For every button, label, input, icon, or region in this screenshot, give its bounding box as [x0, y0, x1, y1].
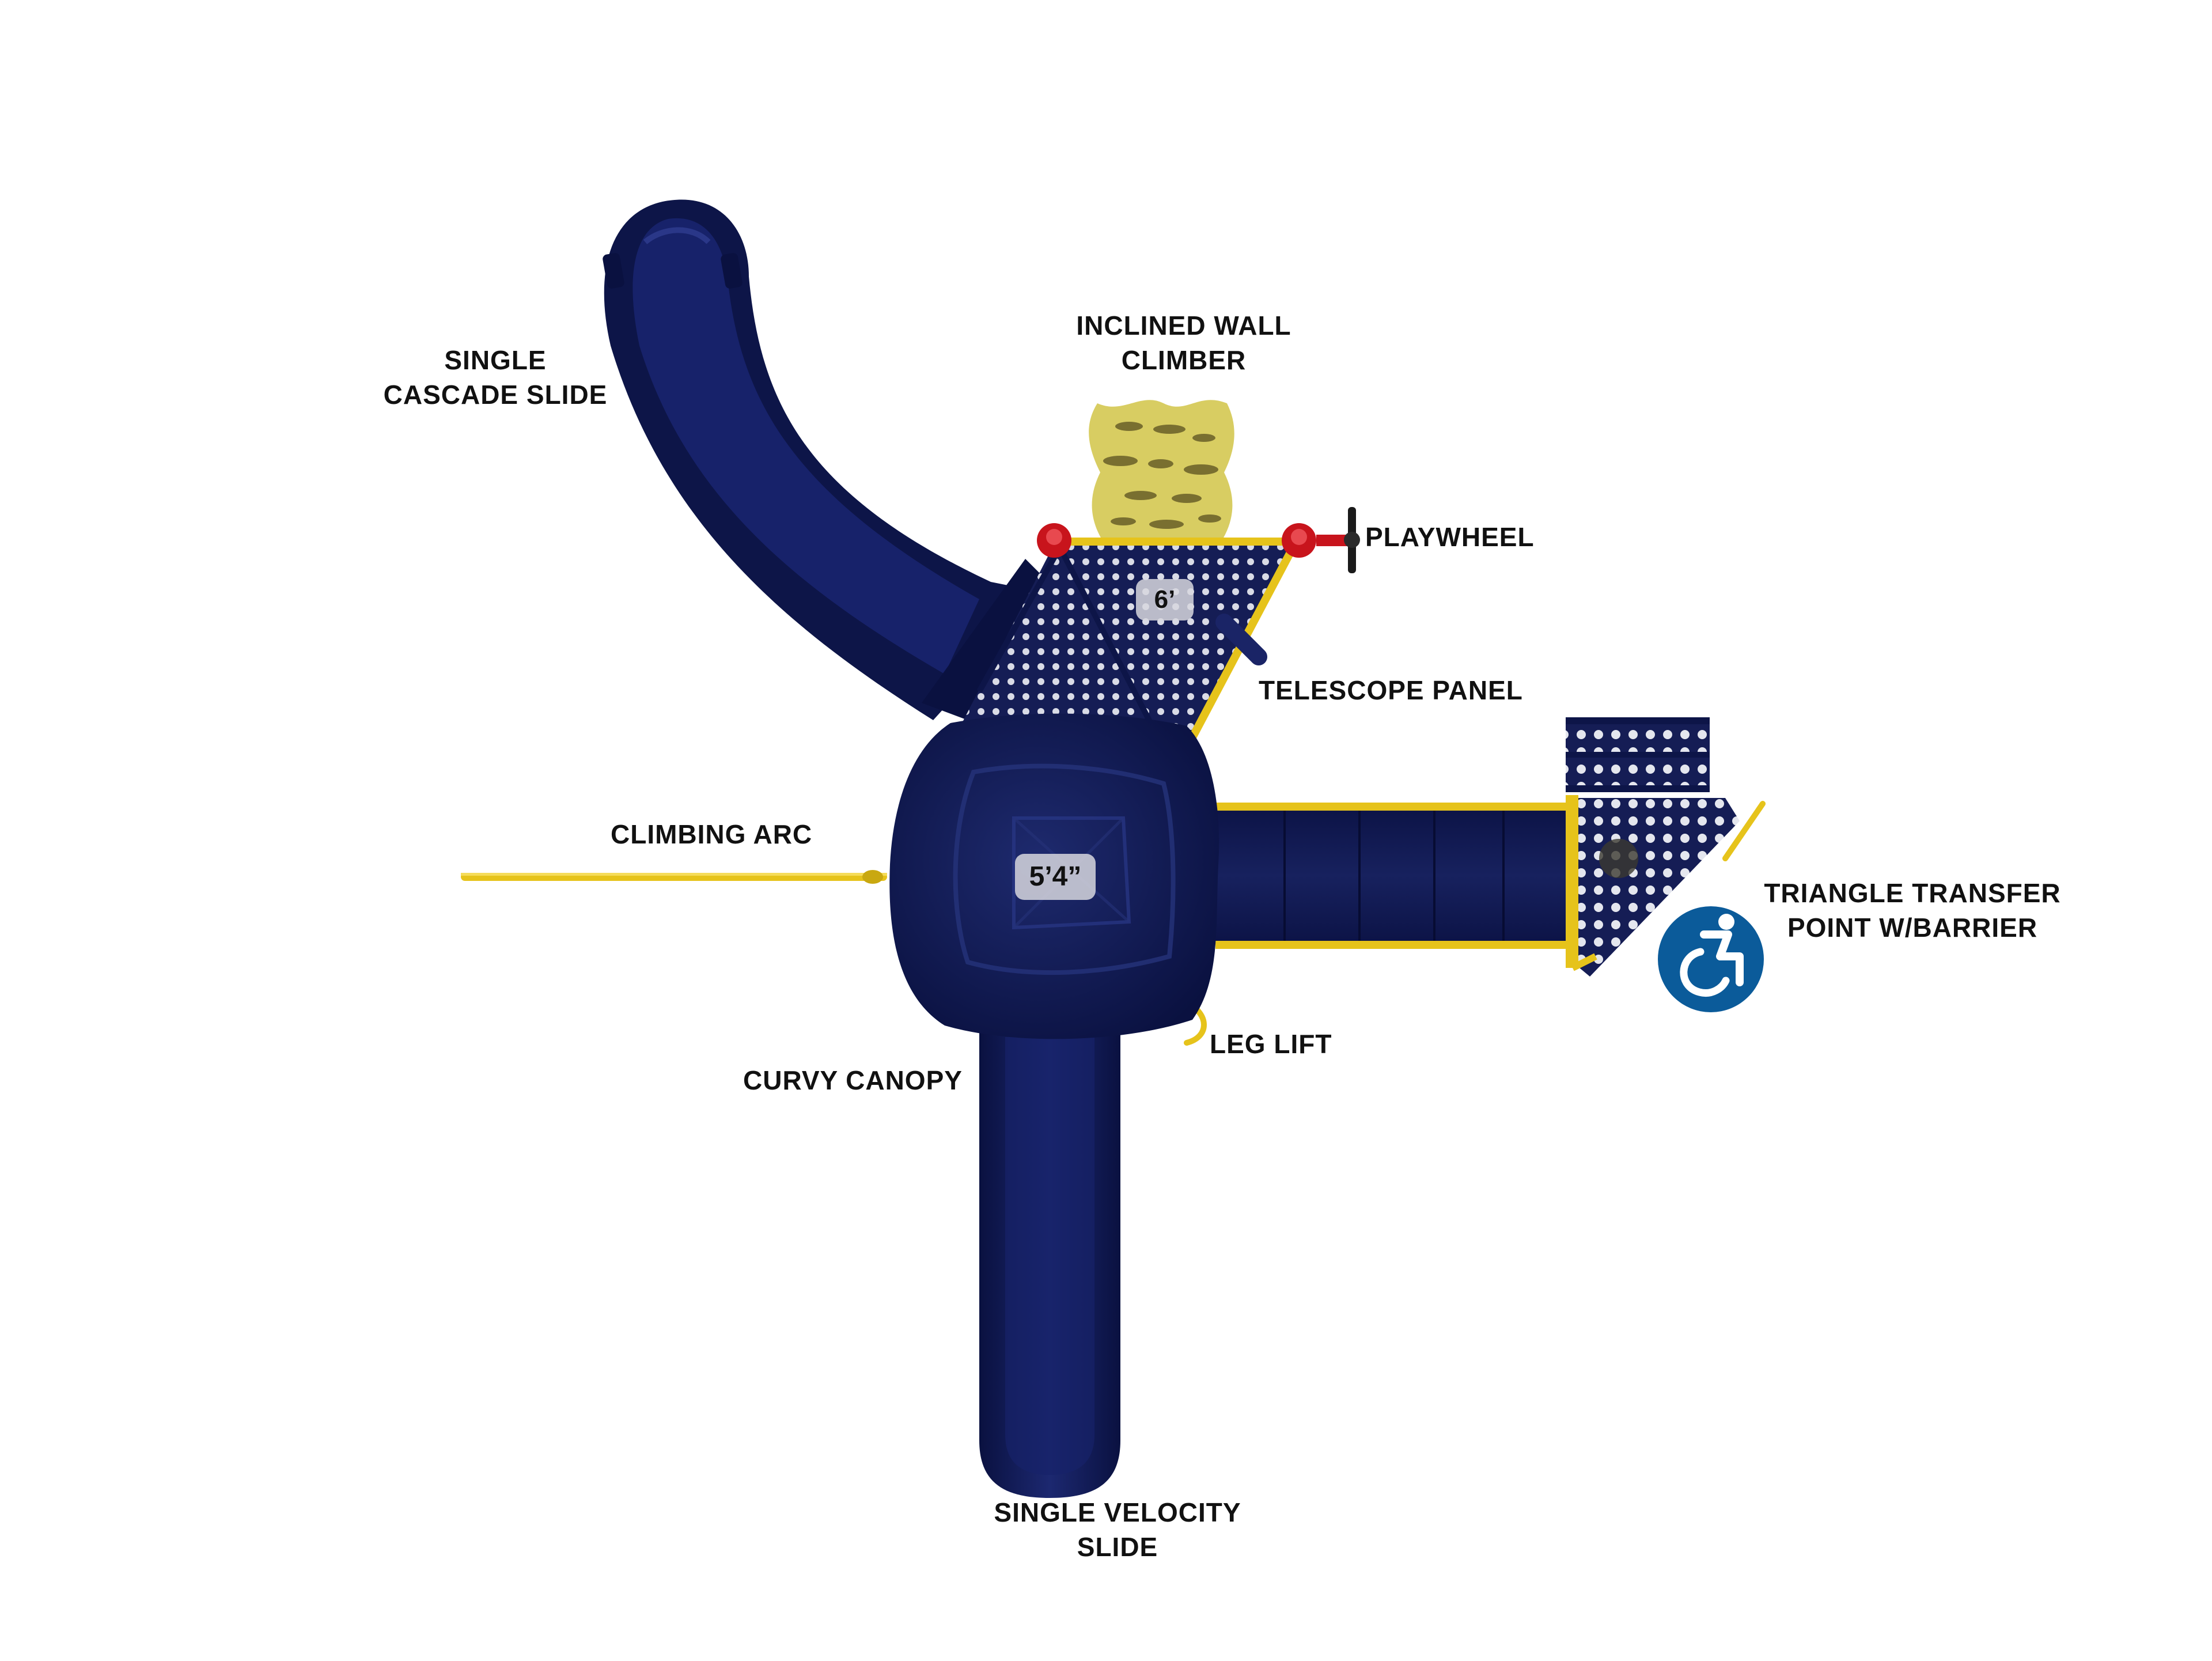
label-wall-climber-line1: INCLINED WALL: [1076, 311, 1291, 340]
wheelchair-accessibility-icon: [1658, 906, 1764, 1012]
label-telescope-panel: TELESCOPE PANEL: [1259, 673, 1523, 707]
label-cascade-slide-line2: CASCADE SLIDE: [383, 380, 608, 410]
label-curvy-canopy: CURVY CANOPY: [743, 1063, 963, 1098]
cascade-slide: [603, 199, 1060, 721]
label-cascade-slide: SINGLE CASCADE SLIDE: [369, 343, 622, 412]
label-leg-lift: LEG LIFT: [1210, 1027, 1332, 1061]
label-telescope-panel-text: TELESCOPE PANEL: [1259, 675, 1523, 705]
label-velocity-slide: SINGLE VELOCITY SLIDE: [968, 1495, 1267, 1564]
label-leg-lift-text: LEG LIFT: [1210, 1029, 1332, 1059]
climbing-arc: [461, 870, 887, 884]
label-velocity-slide-line2: SLIDE: [1077, 1532, 1158, 1562]
bridge: [1215, 803, 1573, 949]
telescope-panel: [1215, 614, 1267, 665]
label-wall-climber-line2: CLIMBER: [1121, 345, 1247, 375]
velocity-slide: [979, 1026, 1120, 1498]
label-cascade-slide-line1: SINGLE: [444, 345, 547, 375]
upper-deck: [962, 523, 1316, 740]
label-triangle-transfer-line1: TRIANGLE TRANSFER: [1764, 878, 2061, 908]
label-climbing-arc-text: CLIMBING ARC: [611, 819, 813, 849]
inclined-wall-climber: [1089, 400, 1234, 542]
label-triangle-transfer-line2: POINT W/BARRIER: [1787, 913, 2038, 943]
label-playwheel-text: PLAYWHEEL: [1365, 522, 1535, 552]
label-playwheel: PLAYWHEEL: [1365, 520, 1535, 554]
label-triangle-transfer: TRIANGLE TRANSFER POINT W/BARRIER: [1763, 876, 2062, 945]
label-curvy-canopy-text: CURVY CANOPY: [743, 1065, 963, 1095]
playwheel: [1316, 507, 1360, 573]
label-velocity-slide-line1: SINGLE VELOCITY: [994, 1497, 1241, 1527]
upper-deck-height-badge: 6’: [1136, 579, 1194, 620]
label-wall-climber: INCLINED WALL CLIMBER: [1057, 308, 1310, 377]
main-deck-height-badge: 5’4”: [1015, 854, 1096, 900]
label-climbing-arc: CLIMBING ARC: [611, 817, 812, 852]
triangle-transfer-point: [1566, 717, 1766, 977]
